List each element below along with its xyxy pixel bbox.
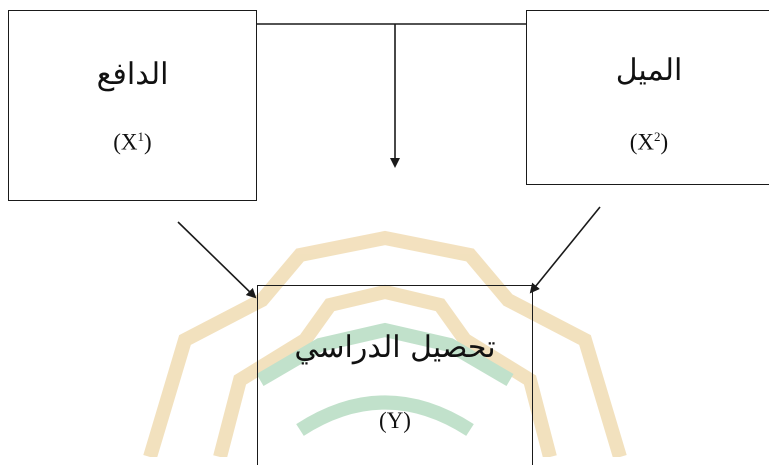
watermark-star-outline bbox=[143, 230, 627, 457]
label-interest: الميل bbox=[615, 53, 683, 88]
var-x2-close: ) bbox=[660, 129, 669, 155]
watermark-star-inner bbox=[213, 284, 557, 457]
var-x1-base: (X bbox=[113, 129, 138, 155]
box-motivation-x1: الدافع (X1) bbox=[8, 10, 257, 201]
watermark-arc-green bbox=[256, 322, 514, 387]
var-x2-sup: 2 bbox=[654, 129, 661, 144]
var-x2-base: (X bbox=[629, 129, 655, 155]
watermark-globe-arc bbox=[296, 395, 474, 436]
arrow-x2-to-y bbox=[529, 206, 601, 294]
box-interest-x2: الميل (X2) bbox=[526, 10, 769, 185]
box-achievement-y: تحصيل الدراسي (Y) bbox=[257, 285, 533, 465]
var-x1-sup: 1 bbox=[137, 129, 145, 144]
var-x1: (X1) bbox=[9, 129, 256, 156]
var-x1-close: ) bbox=[144, 129, 152, 155]
var-x2: (X2) bbox=[527, 129, 769, 156]
label-achievement: تحصيل الدراسي bbox=[294, 330, 496, 365]
var-y: (Y) bbox=[379, 408, 411, 433]
arrow-x1-to-y bbox=[177, 221, 257, 299]
label-motivation: الدافع bbox=[96, 57, 169, 92]
